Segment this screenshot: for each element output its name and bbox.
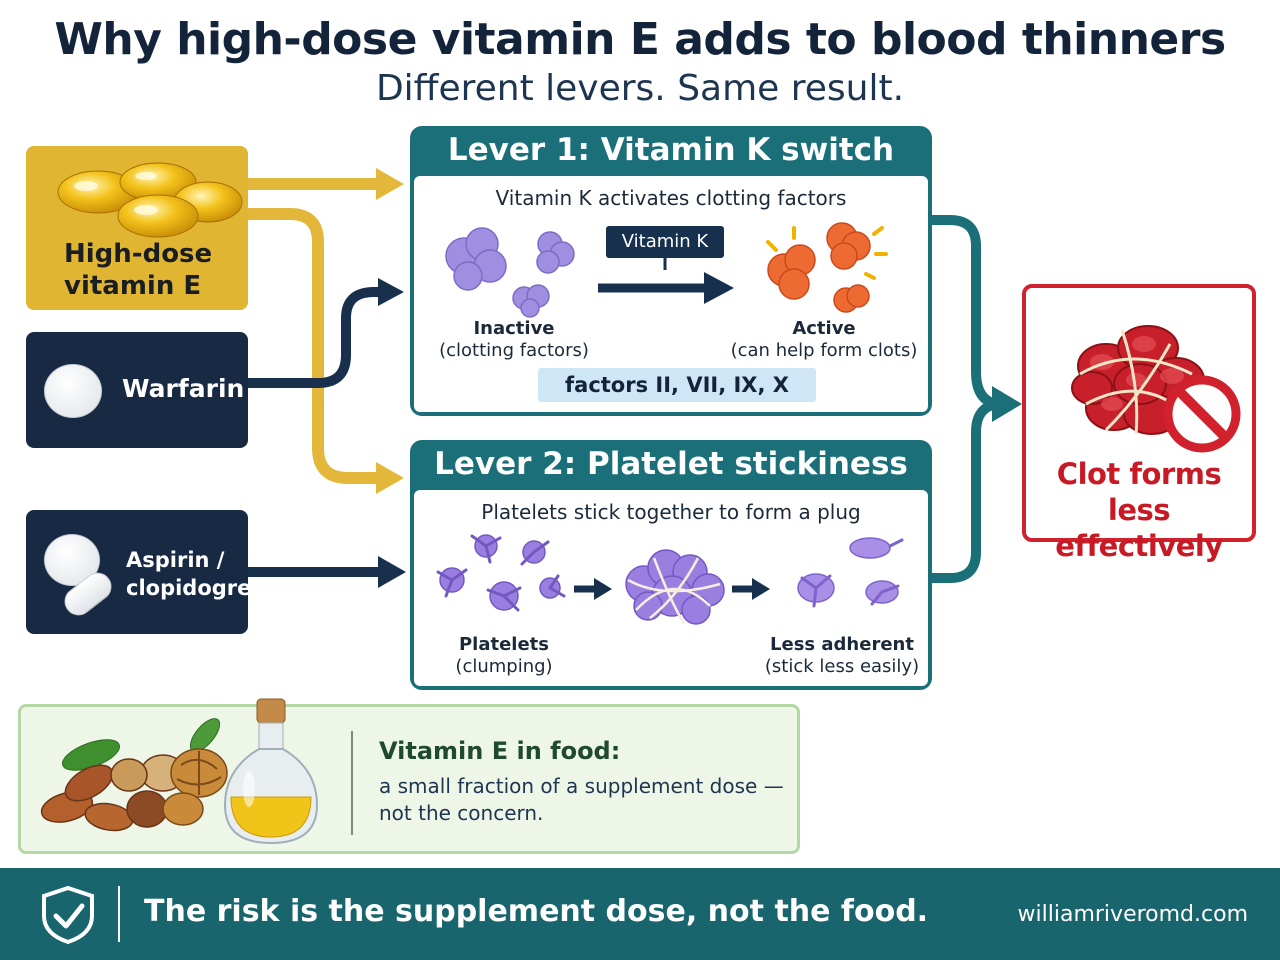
result-line2: less effectively [1055,493,1223,563]
food-line1: a small fraction of a supplement dose — [379,774,784,798]
food-line2: not the concern. [379,801,544,825]
vite-to-lever2-arrowhead [376,462,404,494]
footer-site-link[interactable]: williamriveromd.com [1017,902,1248,927]
antiplatelet-label: Aspirin / clopidogrel [126,548,259,600]
lever1-to-result-line [932,215,998,409]
footer-message: The risk is the supplement dose, not the… [144,894,929,929]
shield-check-icon [42,885,94,945]
result-text: Clot forms less effectively [1026,456,1252,564]
page-title: Why high-dose vitamin E adds to blood th… [54,14,1226,65]
step-arrow-icon [732,578,770,600]
warfarin-label: Warfarin [122,374,245,403]
lever1-body: Vitamin K activates clotting factors Vit… [414,176,928,412]
footer-bar: The risk is the supplement dose, not the… [0,868,1280,960]
less-adherent-subtitle: (stick less easily) [764,656,920,677]
antiplatelet-box: Aspirin / clopidogrel [26,510,259,634]
less-adherent-title: Less adherent [770,634,914,655]
food-note-box: Vitamin E in food: a small fraction of a… [18,698,800,854]
platelet-plug-icon [625,549,725,625]
nuts-icon [40,718,228,832]
result-box: Clot forms less effectively [1022,284,1256,563]
factors-list: factors II, VII, IX, X [538,368,816,402]
vitamin-k-arrow [598,258,734,304]
vite-to-lever2-arrow [248,208,378,484]
platelets-clumping-icon [436,534,566,612]
vitamin-e-label: High-dose vitamin E [64,239,213,301]
active-title: Active [792,318,856,339]
active-state: Active (can help form clots) [724,318,924,362]
less-adherent-platelets-icon [797,537,904,608]
clumping-subtitle: (clumping) [455,656,553,677]
result-line1: Clot forms [1056,457,1222,491]
page-subtitle: Different levers. Same result. [375,68,905,109]
oil-bottle-icon [223,698,319,845]
result-arrowhead [992,386,1022,422]
warfarin-to-lever1-arrowhead [378,278,404,306]
lever1-caption: Vitamin K activates clotting factors [495,186,847,210]
inactive-subtitle: (clotting factors) [439,340,589,361]
lever2-to-result-line [932,399,998,583]
lever2-caption: Platelets stick together to form a plug [481,500,861,524]
tablet-icon [44,364,102,418]
softgel-capsules-icon [57,162,243,238]
clumping-title: Platelets [458,634,550,655]
aspirin-to-lever2-arrowhead [378,556,406,588]
less-adherent-state: Less adherent (stick less easily) [752,634,932,678]
active-subtitle: (can help form clots) [730,340,918,361]
lever2-title: Lever 2: Platelet stickiness [434,446,908,482]
vite-to-lever1-arrowhead [376,168,404,200]
warfarin-box: Warfarin [26,332,248,448]
active-factors-icon [766,222,888,313]
vitamin-k-label: Vitamin K [606,226,724,258]
inactive-state: Inactive (clotting factors) [434,318,594,362]
food-text: a small fraction of a supplement dose — … [379,773,789,827]
lever1-title: Lever 1: Vitamin K switch [447,132,895,168]
inactive-title: Inactive [473,318,555,339]
footer-divider [118,886,120,942]
lever2-panel: Lever 2: Platelet stickiness Platelets s… [410,440,932,690]
step-arrow-icon [574,578,612,600]
warfarin-to-lever1-arrow [248,287,380,388]
inactive-factors-icon [445,227,575,318]
food-divider [351,731,353,835]
blood-clot-icon [1071,325,1241,453]
lever1-panel: Lever 1: Vitamin K switch Vitamin K acti… [410,126,932,416]
food-title: Vitamin E in food: [379,737,621,765]
lever2-body: Platelets stick together to form a plug [414,490,928,686]
clumping-state: Platelets (clumping) [434,634,574,678]
vitamin-e-box: High-dose vitamin E [26,146,248,310]
